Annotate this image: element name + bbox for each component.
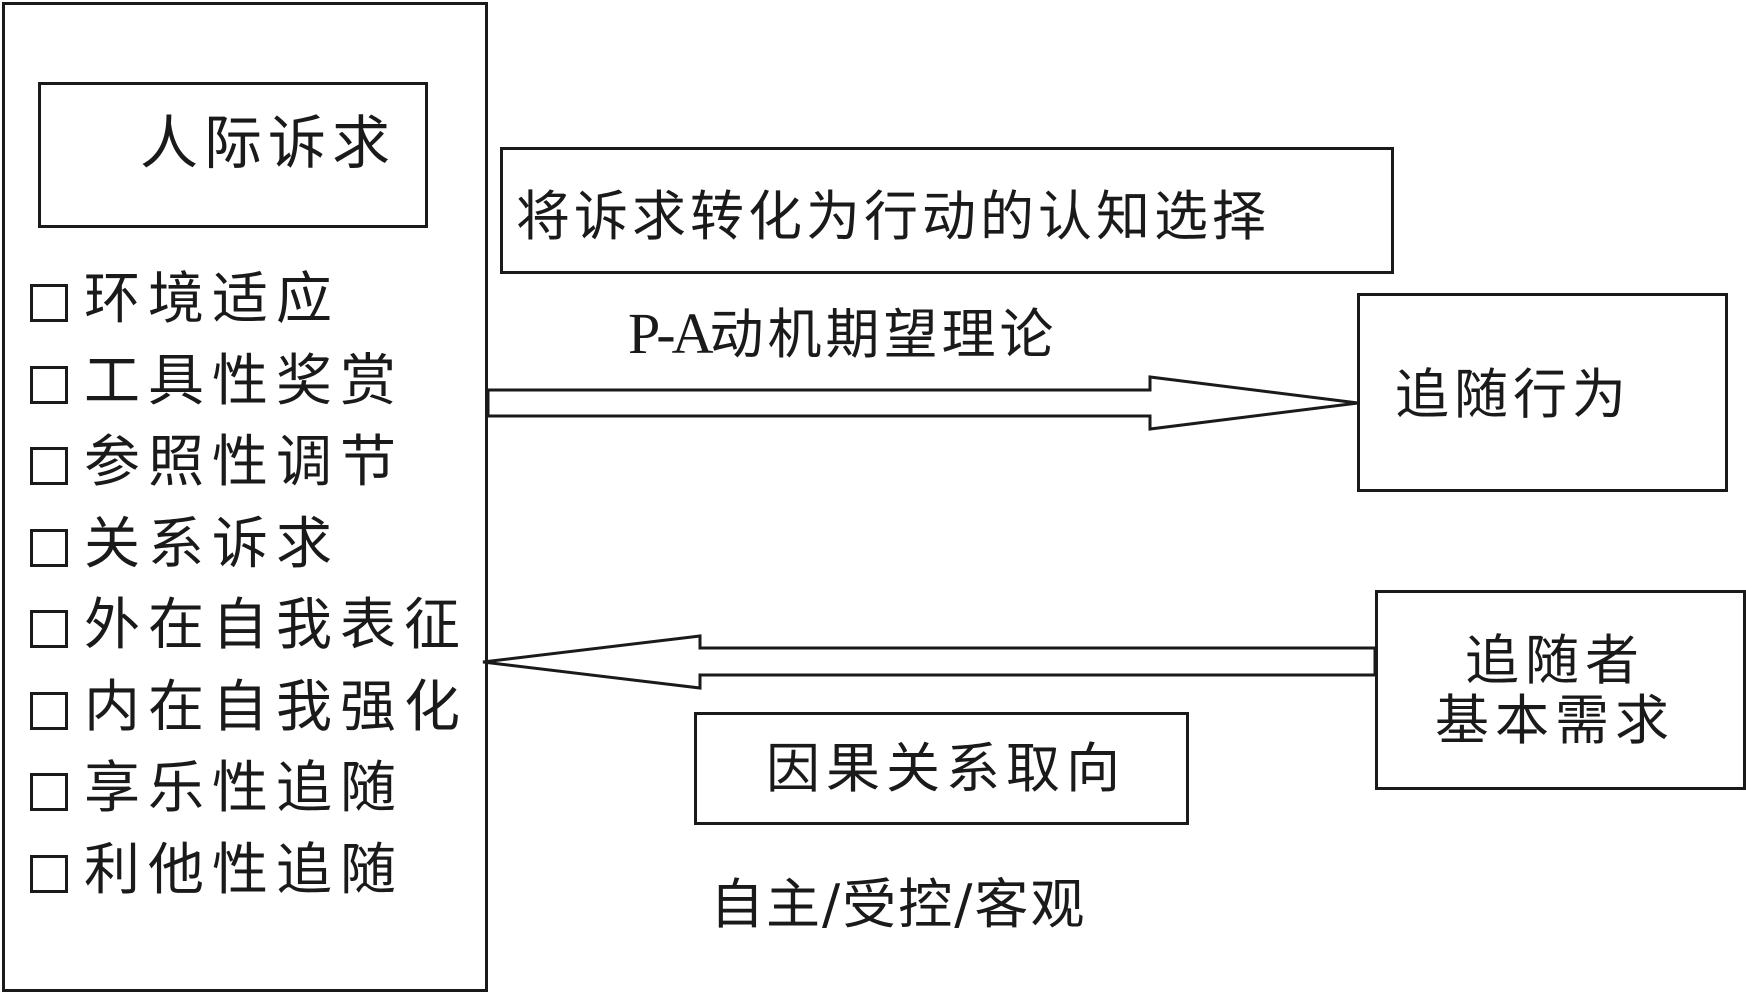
checkbox-icon [30, 447, 68, 485]
demand-item: 内在自我强化 [30, 674, 468, 762]
cognitive-choice-box [500, 147, 1394, 274]
demand-item: 工具性奖赏 [30, 348, 468, 436]
demand-item: 环境适应 [30, 272, 468, 354]
demand-item-label: 参照性调节 [84, 430, 404, 495]
checkbox-icon [30, 854, 68, 893]
causal-orientation-box [694, 712, 1189, 825]
demand-item-label: 环境适应 [84, 267, 340, 332]
follower-needs-box [1375, 590, 1746, 790]
demand-item-label: 享乐性追随 [84, 756, 404, 821]
demand-item: 享乐性追随 [30, 761, 468, 843]
demand-item: 利他性追随 [30, 837, 468, 925]
follower-needs-line2: 基本需求 [1435, 689, 1675, 752]
left-arrow [482, 634, 1377, 690]
follower-behavior-label: 追随行为 [1395, 363, 1631, 426]
demand-item-list: 环境适应 工具性奖赏 参照性调节 关系诉求 外在自我表征 内在自我强化 享乐性追… [30, 272, 468, 924]
pa-motivation-theory-label: P-A动机期望理论 [628, 305, 1057, 363]
pa-theory-text: 动机期望理论 [709, 303, 1058, 366]
demand-item-label: 利他性追随 [84, 837, 404, 903]
cognitive-choice-label: 将诉求转化为行动的认知选择 [516, 185, 1270, 248]
demand-item: 关系诉求 [30, 511, 468, 599]
demand-item-label: 工具性奖赏 [84, 348, 404, 414]
follower-behavior-box [1357, 293, 1728, 492]
demand-item-label: 外在自我表征 [84, 593, 468, 658]
right-arrow [486, 375, 1359, 431]
demand-item: 参照性调节 [30, 435, 468, 517]
checkbox-icon [30, 773, 68, 811]
follower-needs-line1: 追随者 [1465, 629, 1645, 692]
interpersonal-demand-title-box [38, 82, 428, 228]
interpersonal-demand-title: 人际诉求 [140, 109, 397, 177]
pa-prefix: P-A [628, 301, 713, 366]
demand-item: 外在自我表征 [30, 598, 468, 680]
checkbox-icon [30, 284, 68, 322]
demand-item-label: 关系诉求 [84, 511, 340, 577]
checkbox-icon [30, 528, 68, 567]
demand-item-label: 内在自我强化 [84, 674, 468, 740]
checkbox-icon [30, 691, 68, 730]
orientation-types-label: 自主/受控/客观 [710, 873, 1087, 936]
checkbox-icon [30, 610, 68, 648]
causal-orientation-label: 因果关系取向 [766, 737, 1126, 800]
checkbox-icon [30, 365, 68, 404]
